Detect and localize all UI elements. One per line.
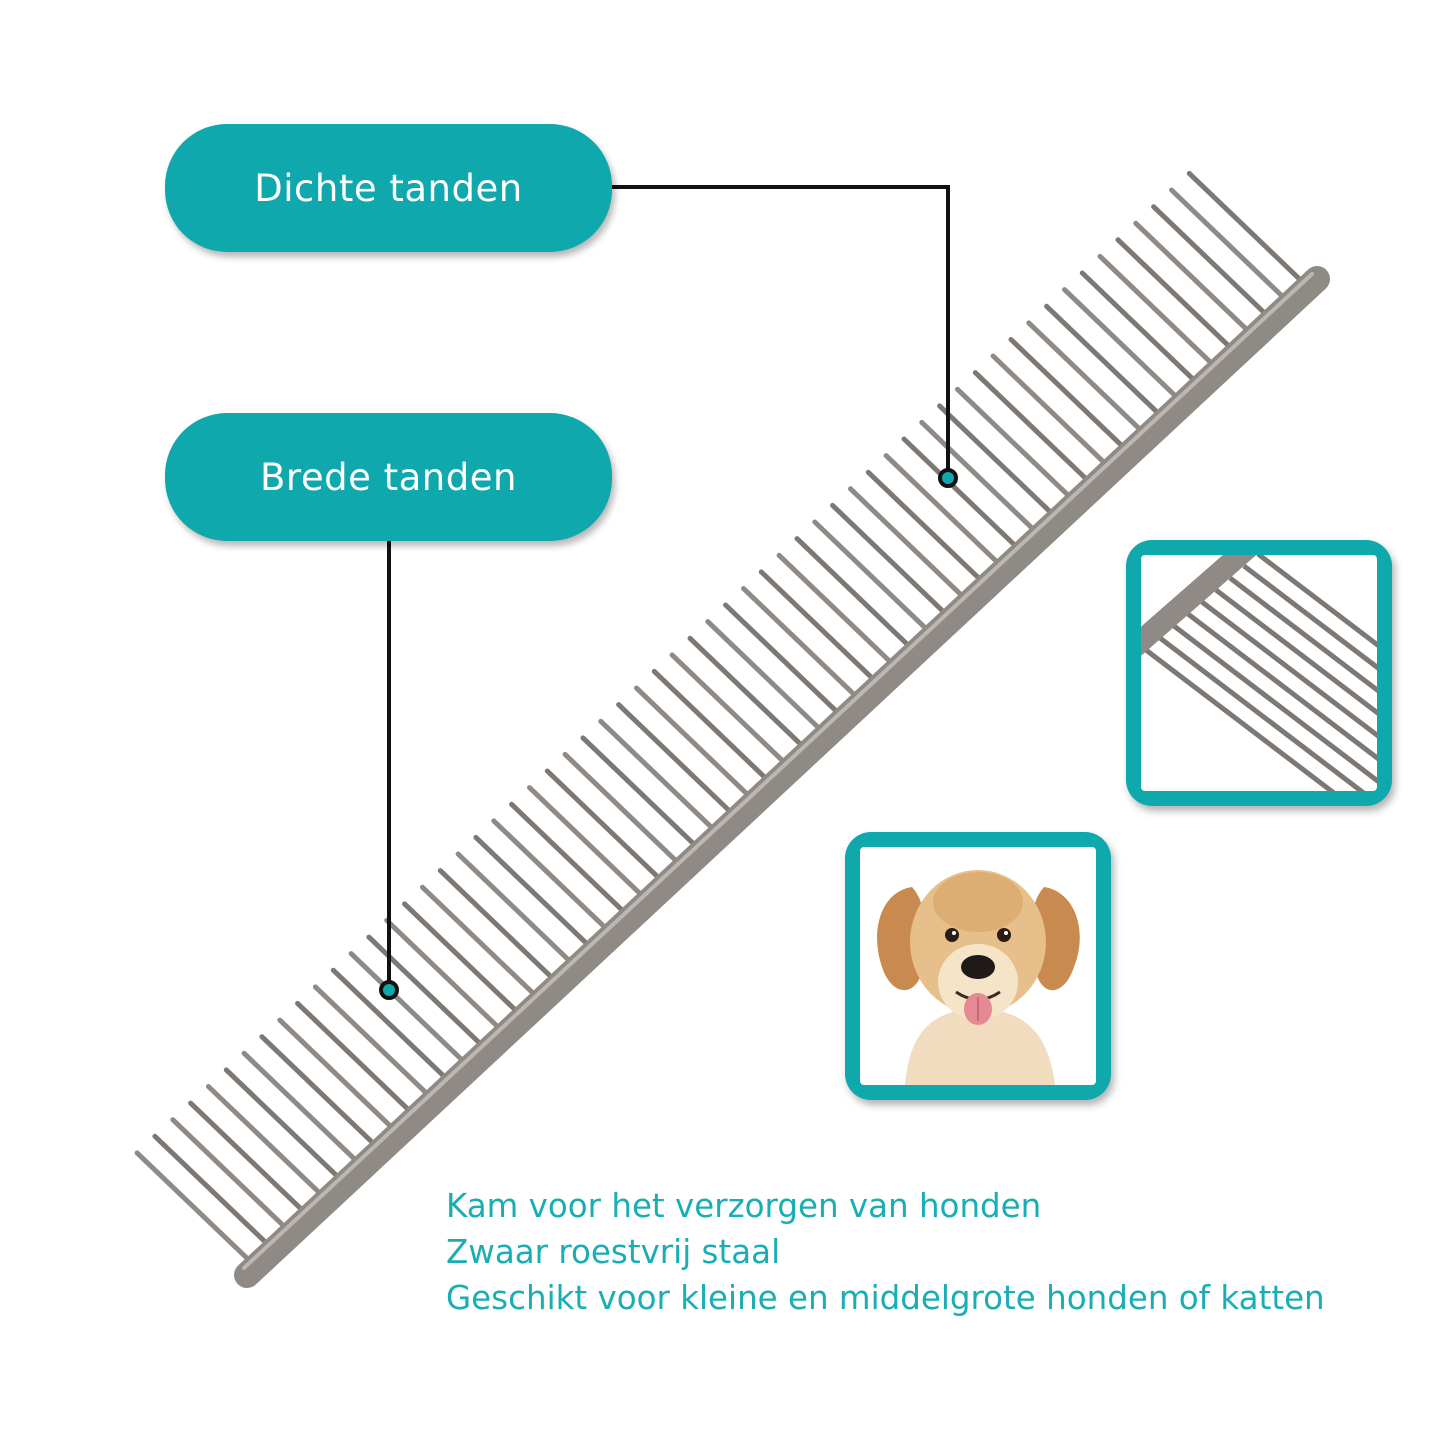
comb-tooth xyxy=(1097,253,1222,373)
comb-tooth xyxy=(527,785,651,904)
comb-tooth xyxy=(330,967,455,1087)
comb-spine xyxy=(234,266,1330,1288)
comb-tooth xyxy=(277,1017,402,1137)
comb-tooth xyxy=(865,469,990,589)
closeup-tooth xyxy=(1242,564,1377,671)
comb-tooth xyxy=(758,569,883,689)
comb-tooth xyxy=(509,801,633,921)
comb-spine-highlight xyxy=(242,272,1314,1270)
closeup-tooth xyxy=(1200,600,1377,739)
dense-teeth-label: Dichte tanden xyxy=(165,124,612,252)
comb-tooth xyxy=(919,419,1044,539)
comb-tooth xyxy=(812,519,937,639)
comb-tooth xyxy=(794,536,919,655)
feature-item: Zwaar roestvrij staal xyxy=(446,1233,781,1271)
comb-tooth xyxy=(1115,237,1240,357)
comb-tooth xyxy=(402,901,526,1021)
comb-tooth xyxy=(295,1000,419,1120)
comb-tooth xyxy=(1062,287,1186,406)
comb-tooth xyxy=(741,586,865,705)
comb-tooth xyxy=(883,453,1008,572)
feature-list: Kam voor het verzorgen van honden Zwaar … xyxy=(446,1183,1436,1321)
closeup-tooth xyxy=(1144,648,1336,791)
comb-tooth xyxy=(1008,337,1133,456)
feature-item: Geschikt voor kleine en middelgrote hond… xyxy=(446,1279,1325,1317)
dense-teeth-leader-line xyxy=(612,185,950,478)
comb-tooth xyxy=(687,635,812,755)
comb-tooth xyxy=(419,884,544,1004)
comb-tooth xyxy=(776,552,901,672)
comb-tooth xyxy=(241,1050,366,1170)
comb-tooth xyxy=(634,685,758,805)
closeup-tooth xyxy=(1256,555,1377,648)
closeup-spine xyxy=(1141,555,1257,656)
comb-tooth xyxy=(1079,270,1204,390)
comb-tooth xyxy=(1169,187,1293,307)
comb-tooth xyxy=(437,868,562,987)
comb-tooth xyxy=(1026,320,1151,440)
dense-teeth-marker xyxy=(938,468,958,488)
comb-tooth xyxy=(188,1100,312,1220)
comb-tooth xyxy=(455,851,580,971)
comb-tooth xyxy=(901,436,1026,556)
closeup-tooth xyxy=(1172,624,1377,784)
comb-tooth xyxy=(848,486,972,606)
comb-tooth xyxy=(473,834,598,954)
comb-closeup-frame xyxy=(1126,540,1392,806)
comb-tooth xyxy=(580,735,705,855)
comb-tooth xyxy=(348,951,473,1070)
comb-tooth xyxy=(134,1150,259,1270)
comb-tooth xyxy=(616,702,740,821)
comb-tooth xyxy=(312,984,437,1104)
closeup-tooth xyxy=(1214,588,1377,716)
comb-tooth xyxy=(1151,204,1275,323)
comb-tooth xyxy=(669,652,794,772)
comb-tooth xyxy=(723,602,847,722)
wide-teeth-marker xyxy=(379,980,399,1000)
comb-tooth xyxy=(598,718,723,838)
dense-teeth-label-text: Dichte tanden xyxy=(254,166,523,210)
closeup-tooth xyxy=(1158,636,1366,791)
comb-tooth xyxy=(223,1067,348,1187)
comb-tooth xyxy=(937,403,1061,523)
comb-tooth xyxy=(1044,303,1168,423)
closeup-tooth xyxy=(1228,576,1377,693)
golden-retriever-puppy-photo xyxy=(877,870,1080,1085)
comb-tooth xyxy=(1186,170,1311,290)
comb-tooth xyxy=(705,619,830,738)
feature-item: Kam voor het verzorgen van honden xyxy=(446,1187,1042,1225)
wide-teeth-label: Brede tanden xyxy=(165,413,612,541)
comb-tooth xyxy=(491,818,616,938)
comb-tooth xyxy=(170,1117,295,1236)
dog-photo-frame xyxy=(845,832,1111,1100)
comb-teeth-closeup xyxy=(1141,555,1377,791)
comb-tooth xyxy=(990,353,1115,473)
comb-tooth xyxy=(1133,220,1258,340)
comb-tooth xyxy=(830,502,954,622)
comb-tooth xyxy=(384,917,509,1037)
comb-tooth xyxy=(205,1084,330,1203)
comb-tooth xyxy=(562,751,687,871)
wide-teeth-label-text: Brede tanden xyxy=(260,455,517,499)
closeup-teeth xyxy=(1144,555,1377,791)
comb-tooth xyxy=(259,1034,384,1153)
comb-tooth xyxy=(651,668,776,788)
comb-tooth xyxy=(544,768,669,888)
comb-tooth xyxy=(955,386,1079,506)
comb-tooth xyxy=(152,1133,277,1253)
closeup-tooth xyxy=(1186,612,1377,761)
comb-tooth xyxy=(972,370,1097,489)
